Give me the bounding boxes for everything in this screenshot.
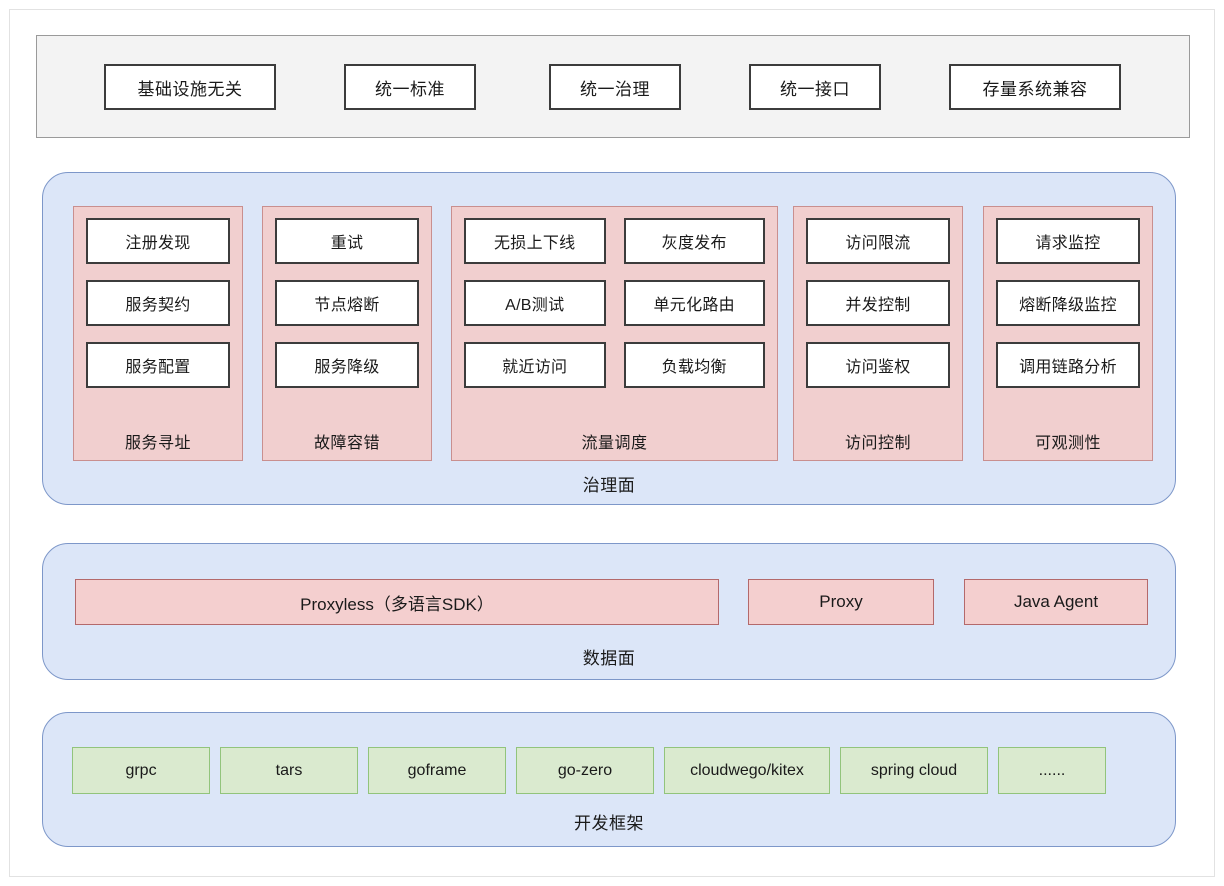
- governance-plane-layer: 治理面 注册发现服务契约服务配置服务寻址重试节点熔断服务降级故障容错无损上下线灰…: [42, 172, 1176, 505]
- governance-group: 重试节点熔断服务降级故障容错: [262, 206, 432, 461]
- capability-box: 熔断降级监控: [996, 280, 1140, 326]
- governance-group: 访问限流并发控制访问鉴权访问控制: [793, 206, 963, 461]
- capability-box: 请求监控: [996, 218, 1140, 264]
- data-plane-label: 数据面: [582, 649, 636, 668]
- framework-box: spring cloud: [840, 747, 988, 794]
- principle-label: 统一标准: [375, 79, 445, 99]
- capability-box: 注册发现: [86, 218, 230, 264]
- data-plane-component-box: Java Agent: [964, 579, 1148, 625]
- principle-label: 统一接口: [780, 79, 850, 99]
- capability-box: 服务契约: [86, 280, 230, 326]
- capability-label: A/B测试: [505, 297, 565, 314]
- capability-label: 注册发现: [125, 235, 191, 252]
- capability-box: 访问限流: [806, 218, 950, 264]
- capability-box: 负载均衡: [623, 342, 765, 388]
- governance-group: 无损上下线 灰度发布 A/B测试 单元化路由就近访问 负载均衡流量调度: [451, 206, 778, 461]
- capability-label: 就近访问: [502, 359, 568, 376]
- principle-label: 存量系统兼容: [982, 79, 1088, 99]
- capability-label: 负载均衡: [661, 359, 727, 376]
- capability-label: 服务契约: [125, 297, 191, 314]
- capability-label: 服务配置: [125, 359, 191, 376]
- data-plane-component-label: Java Agent: [1013, 592, 1099, 611]
- framework-box: goframe: [368, 747, 506, 794]
- capability-label: 并发控制: [845, 297, 911, 314]
- governance-capability-list: 无损上下线 灰度发布 A/B测试 单元化路由就近访问 负载均衡: [464, 218, 765, 388]
- governance-group-label: 流量调度: [581, 435, 648, 452]
- capability-box: 重试: [275, 218, 419, 264]
- governance-group-label: 服务寻址: [124, 435, 191, 452]
- governance-capability-list: 访问限流并发控制访问鉴权: [806, 218, 950, 388]
- framework-box: grpc: [72, 747, 210, 794]
- governance-capability-list: 注册发现服务契约服务配置: [86, 218, 230, 388]
- capability-label: 服务降级: [314, 359, 380, 376]
- framework-label: ......: [1038, 761, 1066, 779]
- capability-box: 调用链路分析: [996, 342, 1140, 388]
- capability-label: 节点熔断: [314, 297, 380, 314]
- capability-label: 请求监控: [1035, 235, 1101, 252]
- principle-box: 统一治理: [549, 64, 681, 110]
- framework-label: go-zero: [557, 761, 613, 779]
- capability-box: 并发控制: [806, 280, 950, 326]
- capability-box: 无损上下线: [464, 218, 606, 264]
- principle-box: 基础设施无关: [104, 64, 276, 110]
- governance-capability-list: 请求监控熔断降级监控调用链路分析: [996, 218, 1140, 388]
- framework-label: grpc: [125, 761, 157, 779]
- framework-box: cloudwego/kitex: [664, 747, 830, 794]
- framework-box: tars: [220, 747, 358, 794]
- capability-label: 无损上下线: [493, 235, 576, 252]
- capability-label: 熔断降级监控: [1019, 297, 1117, 314]
- capability-box: 节点熔断: [275, 280, 419, 326]
- principle-box: 存量系统兼容: [949, 64, 1121, 110]
- capability-box: 服务配置: [86, 342, 230, 388]
- capability-label: 访问限流: [845, 235, 911, 252]
- capability-box: 服务降级: [275, 342, 419, 388]
- governance-group-label: 故障容错: [313, 435, 380, 452]
- governance-capability-list: 重试节点熔断服务降级: [275, 218, 419, 388]
- data-plane-component-box: Proxyless（多语言SDK）: [75, 579, 719, 625]
- data-plane-layer: 数据面 Proxyless（多语言SDK） Proxy Java Agent: [42, 543, 1176, 680]
- capability-label: 调用链路分析: [1019, 359, 1117, 376]
- principle-box: 统一标准: [344, 64, 476, 110]
- capability-box: 就近访问: [464, 342, 606, 388]
- framework-box: go-zero: [516, 747, 654, 794]
- capability-box: 访问鉴权: [806, 342, 950, 388]
- design-principles-band: 基础设施无关 统一标准 统一治理 统一接口 存量系统兼容: [36, 35, 1190, 138]
- framework-label: spring cloud: [870, 761, 958, 779]
- data-plane-component-box: Proxy: [748, 579, 934, 625]
- capability-label: 单元化路由: [653, 297, 735, 314]
- governance-group: 请求监控熔断降级监控调用链路分析可观测性: [983, 206, 1153, 461]
- principle-box: 统一接口: [749, 64, 881, 110]
- framework-label: goframe: [407, 761, 467, 779]
- framework-label: tars: [275, 761, 303, 779]
- capability-label: 访问鉴权: [845, 359, 911, 376]
- principle-label: 基础设施无关: [137, 79, 243, 99]
- governance-group-label: 访问控制: [844, 435, 911, 452]
- capability-box: A/B测试: [464, 280, 606, 326]
- framework-box: ......: [998, 747, 1106, 794]
- governance-plane-label: 治理面: [582, 476, 636, 495]
- capability-box: 单元化路由: [623, 280, 765, 326]
- framework-label: cloudwego/kitex: [690, 761, 804, 779]
- data-plane-component-label: Proxy: [819, 592, 863, 611]
- data-plane-component-label: Proxyless（多语言SDK）: [300, 594, 494, 614]
- governance-group: 注册发现服务契约服务配置服务寻址: [73, 206, 243, 461]
- framework-layer-label: 开发框架: [574, 814, 644, 833]
- capability-box: 灰度发布: [623, 218, 765, 264]
- capability-label: 灰度发布: [661, 235, 727, 252]
- capability-label: 重试: [330, 235, 364, 252]
- framework-layer: 开发框架 grpc tars goframe go-zero cloudwego/kit…: [42, 712, 1176, 847]
- governance-group-label: 可观测性: [1034, 435, 1101, 452]
- principle-label: 统一治理: [580, 79, 650, 99]
